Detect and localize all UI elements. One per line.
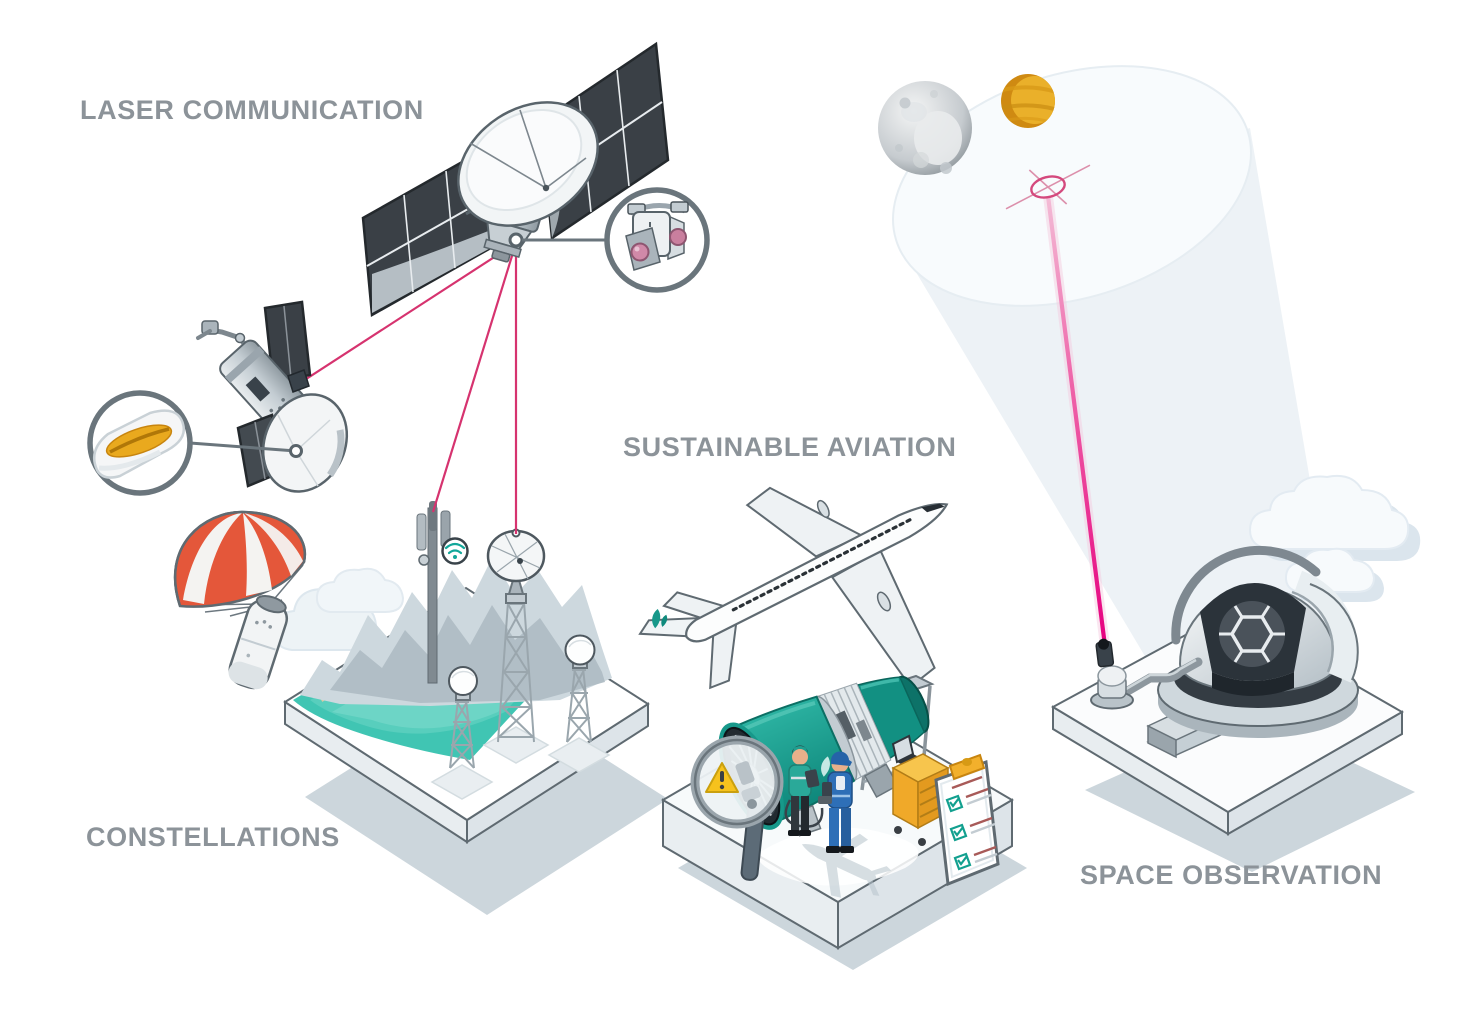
cable <box>784 799 824 828</box>
section-label-sustainable-aviation: SUSTAINABLE AVIATION <box>623 432 957 462</box>
dish <box>261 393 349 493</box>
worker-inspector <box>818 751 854 853</box>
dome-shutter <box>1293 570 1358 683</box>
maintenance-scene <box>661 674 1027 970</box>
lens-content <box>735 761 761 809</box>
small-satellite <box>87 300 349 496</box>
constellations-scene <box>173 501 668 915</box>
windows <box>731 516 915 612</box>
checkmark-icon <box>953 826 964 837</box>
receiver-panel <box>287 369 310 393</box>
wing <box>830 549 936 689</box>
radome-tower <box>564 634 596 743</box>
section-label-laser-communication: LASER COMMUNICATION <box>80 95 424 125</box>
section-label-constellations: CONSTELLATIONS <box>86 822 340 852</box>
main-satellite <box>361 41 710 318</box>
dome-rim-arc <box>1171 545 1321 645</box>
moon <box>878 81 972 175</box>
tool-cart <box>891 734 950 846</box>
laser-terminal-inset <box>604 187 710 293</box>
retroreflector-inset <box>87 390 193 496</box>
observatory-laser-beam <box>1045 195 1108 647</box>
wifi-icon <box>441 537 469 565</box>
leaf-icon <box>652 609 668 629</box>
cell-tower <box>416 501 451 684</box>
tablet <box>804 769 820 788</box>
feed-pipe-highlight <box>1125 658 1197 691</box>
cloud <box>315 567 405 613</box>
cap <box>830 751 852 766</box>
planet <box>1001 74 1055 128</box>
observatory-dome <box>1157 545 1359 738</box>
inset-connector <box>189 441 297 453</box>
cockpit <box>921 503 945 513</box>
checkmark-icon <box>957 855 968 866</box>
checkmark-icon <box>949 797 960 808</box>
check-row <box>949 816 996 842</box>
engine-pod <box>816 499 830 518</box>
parachute-capsule <box>173 510 307 690</box>
fuselage <box>685 502 949 643</box>
telescope-aperture <box>1219 601 1285 667</box>
tower-pad <box>547 737 611 773</box>
satellite-dish <box>457 101 599 227</box>
space-observation-scene <box>878 65 1421 872</box>
capsule <box>228 594 289 690</box>
leaf-icon <box>821 756 830 777</box>
terminal-anchor <box>508 232 524 248</box>
engine-pod <box>876 591 892 612</box>
constellation-platform <box>283 501 650 844</box>
airplane <box>638 486 949 690</box>
section-label-space-observation: SPACE OBSERVATION <box>1080 860 1383 890</box>
laser-link-satellite <box>299 242 517 384</box>
mountains <box>300 558 612 706</box>
walkway-block-face <box>1147 724 1177 759</box>
borescope-tool <box>818 782 832 804</box>
light-beam-cone <box>892 65 1338 668</box>
worker-technician <box>788 745 820 836</box>
parachute-canopy <box>173 510 307 608</box>
check-row <box>945 787 992 813</box>
radome-tower <box>448 666 478 769</box>
dish-antenna-tower <box>486 528 546 743</box>
tower-pad <box>430 764 494 800</box>
clipboard-checklist <box>934 753 1000 887</box>
magnifier <box>690 735 784 881</box>
warning-triangle-icon <box>705 762 739 793</box>
crosshair-target-icon <box>1005 164 1091 210</box>
laser-emitter <box>1090 638 1134 710</box>
observatory-platform <box>1050 545 1415 872</box>
clip <box>948 753 986 781</box>
check-row <box>953 845 998 871</box>
laser-links <box>299 242 518 534</box>
feed-pipe <box>1121 657 1203 697</box>
laser-link-cell-tower <box>431 242 518 513</box>
